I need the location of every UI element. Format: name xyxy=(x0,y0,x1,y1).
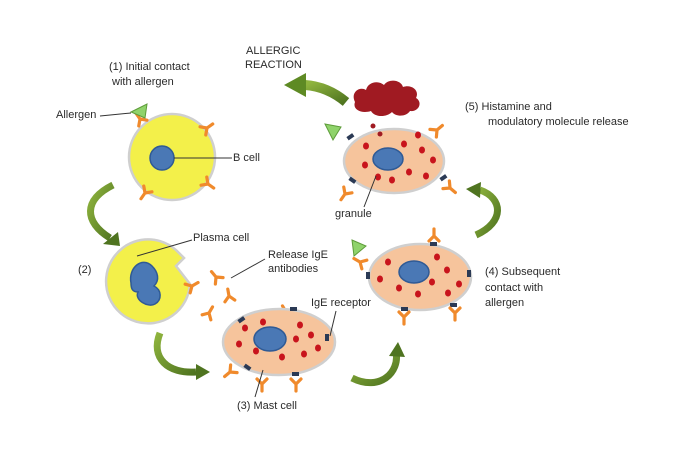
step5-label-line1: (5) Histamine and xyxy=(465,101,552,113)
mast-cell-subsequent xyxy=(349,227,473,326)
released-granules xyxy=(370,123,383,137)
antibody-icon xyxy=(428,120,448,139)
b-cell-nucleus xyxy=(149,145,175,171)
step5-label-line2: modulatory molecule release xyxy=(488,116,629,128)
allergic-reaction-label-line2: REACTION xyxy=(245,59,302,71)
granule-label: granule xyxy=(335,208,372,220)
step1-label-line2: with allergen xyxy=(112,76,174,88)
antibody-icon xyxy=(219,363,239,382)
antibody-icon xyxy=(427,227,441,243)
mast-cell xyxy=(219,307,337,398)
histamine-cloud-icon xyxy=(353,80,420,117)
ige-antibody-icon xyxy=(206,266,225,286)
antibody-icon xyxy=(397,310,411,326)
allergen-icon xyxy=(324,123,342,142)
curved-arrow-icon xyxy=(153,331,197,376)
allergen-label: Allergen xyxy=(56,109,97,121)
mast-cell-nucleus xyxy=(253,326,287,352)
step1-label-line1: (1) Initial contact xyxy=(109,61,190,73)
ige-antibody-icon xyxy=(221,286,237,304)
ige-antibody-icon xyxy=(200,302,219,322)
plasma-cell-nucleus xyxy=(129,261,161,306)
step4-label-line3: allergen xyxy=(485,297,525,309)
mast-cell-nucleus xyxy=(372,147,404,171)
b-cell xyxy=(127,108,232,204)
antibody-icon xyxy=(448,306,462,322)
antibody-icon xyxy=(441,179,461,198)
allergen-icon xyxy=(129,103,148,119)
release-ige-label-line1: Release IgE xyxy=(268,249,328,261)
curved-arrow-icon xyxy=(474,186,501,239)
release-ige-label-line2: antibodies xyxy=(268,263,319,275)
mast-cell-label: (3) Mast cell xyxy=(237,400,297,412)
allergen-icon xyxy=(351,239,367,257)
mast-cell-degranulating xyxy=(335,120,461,208)
ige-receptor-label: IgE receptor xyxy=(311,297,371,309)
antibody-icon xyxy=(289,377,303,393)
plasma-cell-label: Plasma cell xyxy=(193,232,250,244)
curved-arrow-icon xyxy=(350,351,400,387)
granules xyxy=(236,318,321,361)
curved-arrow-icon xyxy=(87,181,115,241)
reaction-arrow-icon xyxy=(304,80,350,106)
mast-cell-nucleus xyxy=(398,260,430,284)
ige-receptors xyxy=(237,307,329,376)
b-cell-label: B cell xyxy=(233,152,260,164)
plasma-cell xyxy=(104,238,193,325)
step2-label: (2) xyxy=(78,264,92,276)
step4-label-line1: (4) Subsequent xyxy=(485,266,561,278)
antibody-icon xyxy=(335,185,354,205)
step4-label-line2: contact with xyxy=(485,282,544,294)
allergic-reaction-label-line1: ALLERGIC xyxy=(246,45,301,57)
